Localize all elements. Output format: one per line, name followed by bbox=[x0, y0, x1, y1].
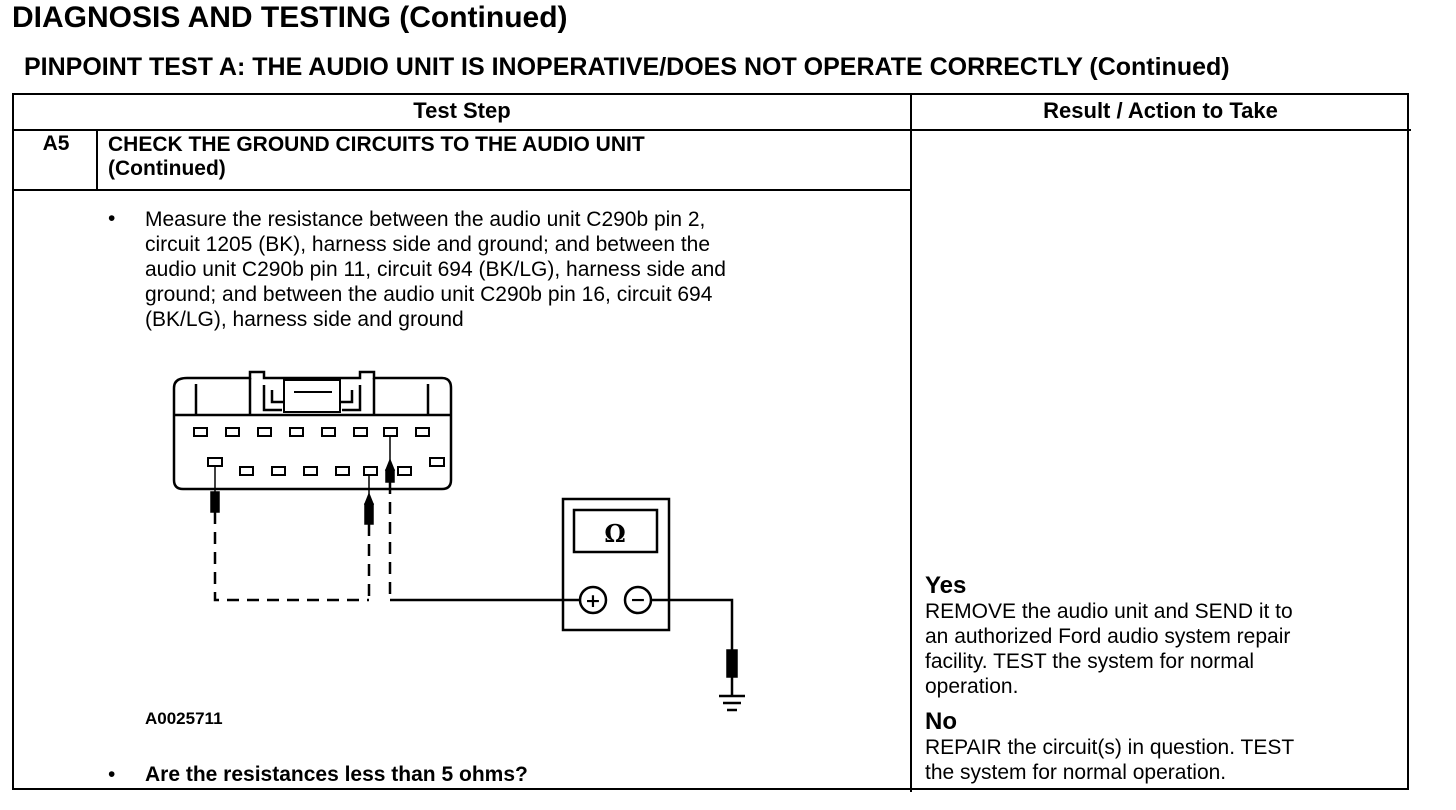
result-label: Yes bbox=[925, 572, 967, 599]
result-line: REMOVE the audio unit and SEND it to bbox=[925, 600, 1293, 623]
header-divider bbox=[14, 129, 1411, 131]
instruction-text: Measure the resistance between the audio… bbox=[145, 207, 905, 332]
result-no: No REPAIR the circuit(s) in question. TE… bbox=[925, 709, 1395, 785]
connector-pin bbox=[257, 427, 272, 437]
header-test-step: Test Step bbox=[413, 98, 511, 123]
meter-negative-lead bbox=[652, 598, 734, 650]
pinpoint-test-title: PINPOINT TEST A: THE AUDIO UNIT IS INOPE… bbox=[24, 53, 1230, 81]
ohmmeter-positive-terminal bbox=[578, 585, 608, 615]
question-text: Are the resistances less than 5 ohms? bbox=[145, 763, 528, 786]
connector-pin bbox=[239, 466, 254, 476]
instruction-line: ground; and between the audio unit C290b… bbox=[145, 283, 713, 306]
column-divider bbox=[910, 95, 912, 792]
instruction-line: circuit 1205 (BK), harness side and grou… bbox=[145, 233, 711, 256]
pinpoint-test-table: Test Step Result / Action to Take A5 CHE… bbox=[12, 93, 1411, 792]
instruction-line: audio unit C290b pin 11, circuit 694 (BK… bbox=[145, 258, 726, 281]
connector-pin bbox=[193, 427, 208, 437]
connector-pin bbox=[335, 466, 350, 476]
result-line: operation. bbox=[925, 675, 1019, 698]
result-line: facility. TEST the system for normal bbox=[925, 650, 1255, 673]
minus-symbol: − bbox=[630, 589, 646, 611]
connector-body bbox=[172, 370, 453, 491]
connector-pin bbox=[207, 457, 223, 467]
ohmmeter-negative-terminal bbox=[623, 585, 653, 615]
connector-pin bbox=[271, 466, 286, 476]
result-label: No bbox=[925, 708, 957, 735]
connector-pin bbox=[225, 427, 240, 437]
dashed-lead-pin-2 bbox=[213, 512, 369, 602]
header-result-action: Result / Action to Take bbox=[1043, 98, 1278, 123]
probe-pin-11 bbox=[364, 503, 374, 525]
probe-pin-16-arrow bbox=[384, 457, 396, 471]
connector-pin bbox=[397, 466, 412, 476]
connector-pin bbox=[363, 466, 378, 476]
bullet-glyph: • bbox=[108, 763, 116, 786]
step-title: CHECK THE GROUND CIRCUITS TO THE AUDIO U… bbox=[108, 133, 898, 181]
probe-pin-16 bbox=[385, 469, 395, 483]
connector-pin bbox=[353, 427, 368, 437]
step-id: A5 bbox=[42, 132, 70, 155]
connector-pin bbox=[303, 466, 318, 476]
connector-latch bbox=[248, 378, 376, 415]
instruction-line: (BK/LG), harness side and ground bbox=[145, 308, 464, 331]
step-title-line: CHECK THE GROUND CIRCUITS TO THE AUDIO U… bbox=[108, 133, 645, 156]
result-line: the system for normal operation. bbox=[925, 761, 1227, 784]
connector-ohmmeter-diagram: Ω + − bbox=[172, 370, 745, 712]
instruction-line: Measure the resistance between the audio… bbox=[145, 208, 706, 231]
ground-probe bbox=[726, 649, 738, 678]
connector-latch-tab bbox=[283, 379, 341, 413]
figure-id: A0025711 bbox=[145, 709, 223, 728]
ohmmeter-display bbox=[572, 508, 659, 554]
result-yes: Yes REMOVE the audio unit and SEND it to… bbox=[925, 573, 1395, 699]
step-id-divider bbox=[96, 131, 98, 191]
connector-pin bbox=[321, 427, 336, 437]
probe-pin-11-arrow bbox=[363, 491, 375, 505]
probe-pin-2 bbox=[210, 491, 220, 513]
result-line: an authorized Ford audio system repair bbox=[925, 625, 1291, 648]
ohmmeter-body bbox=[561, 497, 671, 632]
bullet-glyph: • bbox=[108, 207, 116, 230]
connector-pin bbox=[415, 427, 430, 437]
step-title-divider bbox=[14, 189, 910, 191]
result-line: REPAIR the circuit(s) in question. TEST bbox=[925, 736, 1295, 759]
connector-pin bbox=[383, 427, 398, 437]
plus-symbol: + bbox=[585, 590, 601, 612]
connector-pin bbox=[429, 457, 445, 467]
step-title-line: (Continued) bbox=[108, 157, 226, 180]
page-title: DIAGNOSIS AND TESTING (Continued) bbox=[12, 1, 568, 34]
connector-pin bbox=[289, 427, 304, 437]
ohm-symbol: Ω bbox=[604, 519, 625, 548]
